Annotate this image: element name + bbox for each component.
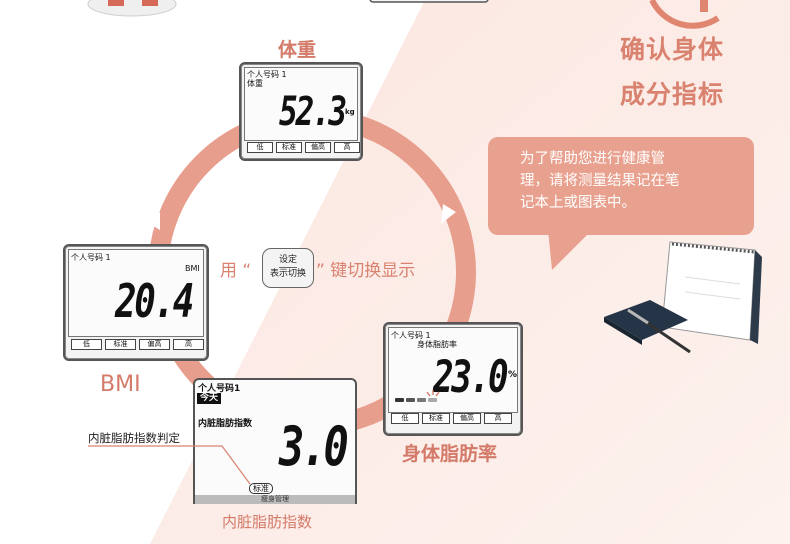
- top-icon-arc: [649, 0, 720, 29]
- weight-label: 体重: [247, 79, 263, 88]
- caption-body-fat: 身体脂肪率: [402, 443, 498, 465]
- bottom-mode-bar: 瘦身管理: [195, 495, 355, 504]
- visceral-value: 3.0: [279, 415, 349, 478]
- tip-line: 理，请将测量结果记在笔: [520, 173, 680, 189]
- judge-buttons: 低 标准 偏高 高: [71, 339, 204, 350]
- partial-panel-top: [369, 0, 489, 3]
- body-fat-value: 23.0: [433, 352, 509, 403]
- scale-device-detail: [142, 0, 158, 6]
- caption-weight: 体重: [278, 39, 317, 61]
- judge-buttons: 低 标准 偏高 高: [391, 413, 512, 424]
- weight-unit: kg: [345, 108, 355, 116]
- body-fat-display-panel: 个人号码 1 身体脂肪率 23.0 % 低 标准 偏高 高: [383, 322, 523, 436]
- body-fat-screen: 个人号码 1 身体脂肪率 23.0 %: [388, 327, 518, 413]
- judge-normal-badge: 标准: [249, 483, 273, 494]
- tip-line: 记本上或图表中。: [520, 195, 636, 211]
- judge-low: 低: [247, 142, 273, 153]
- caption-bmi: BMI: [100, 372, 141, 397]
- judge-high: 高: [334, 142, 360, 153]
- body-fat-unit: %: [508, 370, 518, 380]
- weight-display-panel: 个人号码 1 体重 52.3 kg 低 标准 偏高 高: [239, 62, 363, 161]
- visceral-judge-pointer-label: 内脏脂肪指数判定: [88, 431, 180, 445]
- bmi-display-panel: 个人号码 1 BMI 20.4 低 标准 偏高 高: [63, 244, 209, 361]
- tip-bubble: 为了帮助您进行健康管 理，请将测量结果记在笔 记本上或图表中。: [488, 137, 754, 235]
- judge-buttons: 低 标准 偏高 高: [247, 142, 360, 153]
- tip-text: 为了帮助您进行健康管 理，请将测量结果记在笔 记本上或图表中。: [520, 148, 680, 214]
- user-number: 个人号码 1: [391, 331, 431, 340]
- heading-line-2: 成分指标: [620, 80, 725, 109]
- bmi-value: 20.4: [115, 274, 194, 328]
- level-indicator: [395, 390, 440, 402]
- judge-high: 高: [173, 339, 204, 350]
- calendar-rings: [671, 242, 755, 254]
- scale-device-detail: [108, 0, 124, 6]
- key-label-display-toggle: 表示切换: [269, 269, 306, 279]
- judge-low: 低: [71, 339, 102, 350]
- caption-visceral-fat: 内脏脂肪指数: [222, 513, 313, 531]
- key-label-settings: 设定: [278, 254, 297, 268]
- user-number: 个人号码1: [198, 384, 241, 394]
- body-fat-label: 身体脂肪率: [417, 340, 457, 349]
- bmi-label: BMI: [185, 264, 200, 273]
- judge-slightly-high: 偏高: [139, 339, 170, 350]
- judge-low: 低: [391, 413, 419, 424]
- calendar-side: [750, 250, 762, 344]
- bmi-screen: 个人号码 1 BMI 20.4: [68, 249, 204, 337]
- judge-normal: 标准: [105, 339, 136, 350]
- visceral-label: 内脏脂肪指数: [198, 419, 253, 429]
- heading-line-1: 确认身体: [620, 35, 725, 64]
- ring-arrow-right: [441, 204, 456, 224]
- user-number: 个人号码 1: [71, 253, 111, 262]
- ring-arrow-left: [145, 212, 160, 230]
- tip-line: 为了帮助您进行健康管: [520, 151, 665, 167]
- weight-value: 52.3: [279, 89, 347, 135]
- judge-slightly-high: 偏高: [305, 142, 331, 153]
- judge-high: 高: [484, 413, 512, 424]
- calendar-notebook-illustration: [604, 241, 762, 354]
- today-badge: 今天: [197, 393, 222, 404]
- instruction-prefix: 用 “: [220, 261, 252, 281]
- settings-display-toggle-key: 设定 表示切换: [262, 248, 314, 288]
- visceral-fat-display-panel: 个人号码1 今天 内脏脂肪指数 3.0 标准 瘦身管理: [193, 378, 357, 504]
- user-number: 个人号码 1: [247, 70, 287, 79]
- judge-normal: 标准: [276, 142, 302, 153]
- bubble-tail: [548, 230, 592, 270]
- weight-screen: 个人号码 1 体重 52.3 kg: [244, 67, 358, 141]
- top-icon-bar: [700, 0, 708, 12]
- judge-normal: 标准: [422, 413, 450, 424]
- judge-slightly-high: 偏高: [453, 413, 481, 424]
- instruction-suffix: ” 键切换显示: [316, 261, 416, 281]
